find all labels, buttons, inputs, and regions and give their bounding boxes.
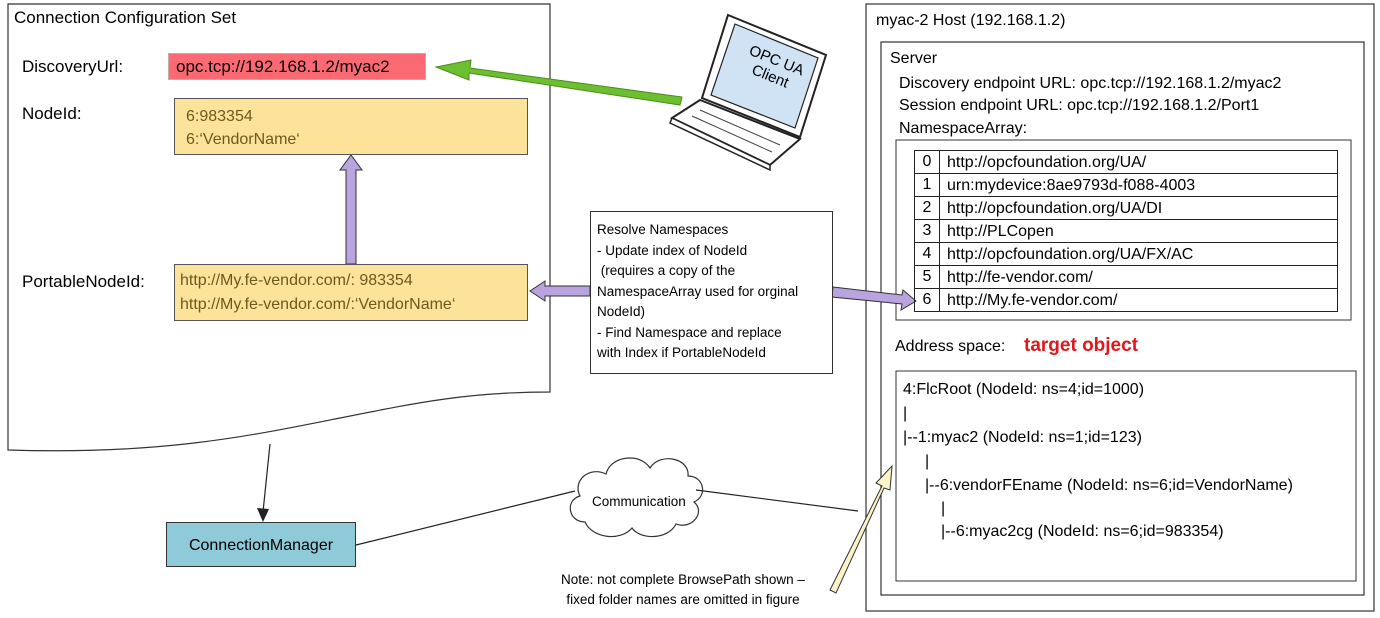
discovery-url-value: opc.tcp://192.168.1.2/myac2 xyxy=(168,53,426,80)
connection-manager-box[interactable]: ConnectionManager xyxy=(166,522,356,567)
namespace-index: 2 xyxy=(915,197,940,219)
session-endpoint: Session endpoint URL: opc.tcp://192.168.… xyxy=(899,97,1260,114)
resolve-line: with Index if PortableNodeId xyxy=(597,345,766,360)
namespace-uri: http://PLCopen xyxy=(947,223,1054,240)
config-set-title: Connection Configuration Set xyxy=(14,8,237,27)
tree-node-vendorfename: |--6:vendorFEname (NodeId: ns=6;id=Vendo… xyxy=(925,477,1293,494)
tree-node-myac2: |--1:myac2 (NodeId: ns=1;id=123) xyxy=(903,429,1142,446)
namespace-uri: urn:mydevice:8ae9793d-f088-4003 xyxy=(947,177,1196,194)
cloud-to-host-line xyxy=(695,489,859,512)
target-object-label: target object xyxy=(1024,335,1139,356)
namespace-uri: http://fe-vendor.com/ xyxy=(947,269,1093,286)
manager-to-cloud-line xyxy=(355,490,576,546)
resolve-line: - Update index of NodeId xyxy=(597,242,748,258)
address-tree-frame xyxy=(895,370,1357,582)
tree-connector: | xyxy=(941,500,946,517)
communication-label: Communication xyxy=(592,494,686,509)
tree-connector: | xyxy=(925,453,930,470)
namespace-uri: http://opcfoundation.org/UA/DI xyxy=(947,200,1163,217)
tree-node-myac2cg: |--6:myac2cg (NodeId: ns=6;id=983354) xyxy=(941,523,1224,540)
namespace-index: 5 xyxy=(915,266,940,288)
resolve-line: - Find Namespace and replace xyxy=(597,324,782,340)
tree-node-flcroot: 4:FlcRoot (NodeId: ns=4;id=1000) xyxy=(903,381,1145,398)
namespace-index: 4 xyxy=(915,243,940,265)
nodeid-line: 6:‘VendorName‘ xyxy=(186,131,300,148)
doc-to-manager-line xyxy=(262,443,271,513)
discovery-url-label: DiscoveryUrl: xyxy=(22,57,124,76)
purple-arrow-right xyxy=(831,286,917,311)
resolve-namespaces-box: Resolve Namespaces - Update index of Nod… xyxy=(590,211,833,374)
namespace-uri: http://opcfoundation.org/UA/FX/AC xyxy=(947,246,1194,263)
host-title: myac-2 Host (192.168.1.2) xyxy=(876,12,1066,29)
namespace-index: 1 xyxy=(915,174,940,196)
namespace-index: 3 xyxy=(915,220,940,242)
resolve-line: NamespaceArray used for orginal xyxy=(597,283,799,299)
namespace-row: 6 http://My.fe-vendor.com/ xyxy=(914,288,1338,312)
purple-arrow-up xyxy=(339,154,363,265)
namespace-uri: http://opcfoundation.org/UA/ xyxy=(947,154,1147,171)
resolve-line: NodeId) xyxy=(597,304,646,319)
namespace-row: 5 http://fe-vendor.com/ xyxy=(914,265,1338,289)
portable-nodeid-label: PortableNodeId: xyxy=(22,272,145,291)
namespace-row: 3 http://PLCopen xyxy=(914,219,1338,243)
portable-line: http://My.fe-vendor.com/: 983354 xyxy=(180,272,413,289)
green-arrow xyxy=(434,59,683,106)
namespace-row: 4 http://opcfoundation.org/UA/FX/AC xyxy=(914,242,1338,266)
server-frame xyxy=(880,41,1365,596)
resolve-line: (requires a copy of the xyxy=(597,263,736,278)
nodeid-label: NodeId: xyxy=(22,104,82,123)
server-label: Server xyxy=(890,50,938,67)
discovery-endpoint: Discovery endpoint URL: opc.tcp://192.16… xyxy=(899,75,1282,92)
communication-cloud xyxy=(569,457,704,538)
resolve-line: Resolve Namespaces xyxy=(597,222,729,237)
nodeid-line: 6:983354 xyxy=(186,108,253,125)
namespace-frame xyxy=(895,139,1352,321)
namespace-row: 1 urn:mydevice:8ae9793d-f088-4003 xyxy=(914,173,1338,197)
laptop-icon xyxy=(669,13,828,172)
address-space-label: Address space: xyxy=(895,338,1006,355)
namespace-uri: http://My.fe-vendor.com/ xyxy=(947,292,1118,309)
tree-connector: | xyxy=(903,405,908,422)
cream-arrow xyxy=(829,464,893,594)
namespace-array-label: NamespaceArray: xyxy=(899,120,1028,137)
portable-nodeid-box: http://My.fe-vendor.com/: 983354 http://… xyxy=(174,264,528,321)
host-frame xyxy=(865,3,1375,612)
browsepath-note: Note: not complete BrowsePath shown – fi… xyxy=(538,570,828,610)
note-line2: fixed folder names are omitted in figure xyxy=(566,592,800,607)
namespace-row: 0 http://opcfoundation.org/UA/ xyxy=(914,150,1338,174)
namespace-index: 0 xyxy=(915,151,940,173)
portable-line: http://My.fe-vendor.com/:‘VendorName‘ xyxy=(180,296,456,313)
note-line1: Note: not complete BrowsePath shown – xyxy=(561,572,805,587)
purple-arrow-left xyxy=(529,280,591,302)
namespace-row: 2 http://opcfoundation.org/UA/DI xyxy=(914,196,1338,220)
nodeid-box: 6:983354 6:‘VendorName‘ xyxy=(174,98,528,155)
namespace-index: 6 xyxy=(915,289,940,311)
